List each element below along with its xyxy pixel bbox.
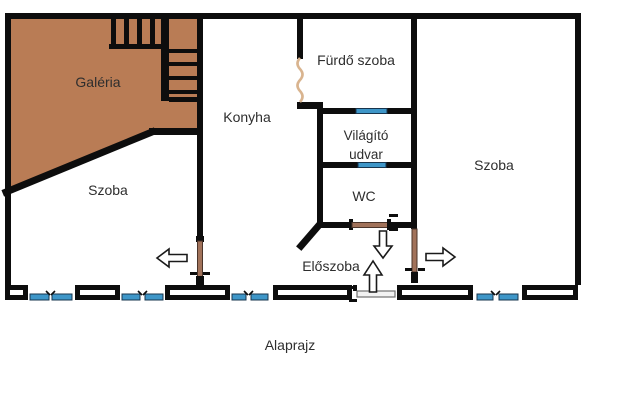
label-konyha: Konyha [223, 109, 271, 125]
door-leaf [197, 240, 203, 278]
door-stop [190, 272, 197, 275]
caption-alaprajz: Alaprajz [265, 337, 316, 353]
door-stop [389, 228, 398, 231]
wall-pier [75, 285, 120, 300]
door-stop [203, 272, 210, 275]
arrow-left-icon [155, 247, 188, 269]
wall-konyha-furdo-stub [297, 13, 303, 59]
door-stop [405, 268, 412, 271]
stair-bottom-edge [169, 97, 197, 102]
door-wc [349, 214, 398, 231]
facade-window [29, 293, 50, 301]
zigzag-partition-icon [296, 57, 304, 103]
wall-wc-diagonal [296, 219, 325, 251]
wall-pier [165, 285, 230, 300]
door-stop [349, 299, 357, 302]
stair-tread [169, 62, 197, 66]
stair-tread [124, 16, 129, 49]
udvar-window [357, 162, 387, 168]
arrow-up-icon [362, 259, 384, 293]
wall-pier [397, 285, 473, 300]
wall-pier [273, 285, 352, 300]
stair-tread [169, 90, 197, 94]
door-jamb [196, 236, 204, 242]
stair-divider-wall [161, 16, 169, 101]
door-leaf [411, 228, 418, 273]
door-szoba-left [190, 236, 210, 285]
label-furdo-szoba: Fürdő szoba [317, 52, 395, 68]
wall-szoba-konyha [197, 13, 203, 241]
label-wc: WC [352, 188, 375, 204]
galeria-bottom-wall [149, 128, 200, 135]
label-szoba-left: Szoba [88, 182, 128, 198]
facade-window [231, 293, 247, 301]
galeria-diagonal-wall [1, 127, 157, 197]
stair-tread [111, 16, 116, 49]
door-jamb [353, 285, 357, 291]
door-leaf [351, 222, 390, 228]
facade-window [51, 293, 73, 301]
facade-window [498, 293, 519, 301]
wall-left [5, 13, 11, 300]
wall-right [575, 13, 581, 285]
furdo-window [355, 108, 388, 114]
door-jamb [411, 272, 418, 283]
stair-tread [169, 49, 197, 53]
door-stop [418, 268, 425, 271]
label-vilagito: Világító [344, 128, 389, 143]
window-tick-icon [45, 290, 56, 296]
staircase [109, 16, 197, 102]
window-tick-icon [243, 290, 254, 296]
label-udvar: udvar [349, 147, 383, 162]
door-stop [389, 214, 398, 217]
stair-landing-edge [109, 44, 165, 49]
window-tick-icon [490, 290, 501, 296]
facade-window [144, 293, 164, 301]
facade-window [476, 293, 494, 301]
stair-tread [169, 76, 197, 80]
label-szoba-right: Szoba [474, 157, 514, 173]
door-jamb [196, 276, 204, 285]
wall-middle-szoba-right [411, 13, 417, 229]
arrow-down-icon [372, 230, 394, 260]
wall-pier [522, 285, 578, 300]
arrow-right-icon [425, 246, 457, 268]
door-szoba-right [405, 228, 425, 283]
facade-window [250, 293, 269, 301]
door-jamb [387, 219, 391, 230]
direction-arrows [155, 230, 457, 293]
room-labels: Galéria Szoba Konyha Fürdő szoba Világít… [75, 52, 514, 353]
facade-wall [5, 285, 578, 300]
wall-furdo-corner [297, 102, 323, 109]
stair-tread [137, 16, 142, 49]
stair-tread [150, 16, 155, 49]
window-tick-icon [137, 290, 148, 296]
facade-windows [29, 290, 519, 301]
door-jamb [349, 219, 353, 230]
facade-window [121, 293, 141, 301]
galeria-area-fill [7, 16, 200, 193]
label-eloszoba: Előszoba [302, 258, 360, 274]
wall-top [5, 13, 581, 19]
wall-pier [5, 285, 28, 300]
label-galeria: Galéria [75, 74, 120, 90]
